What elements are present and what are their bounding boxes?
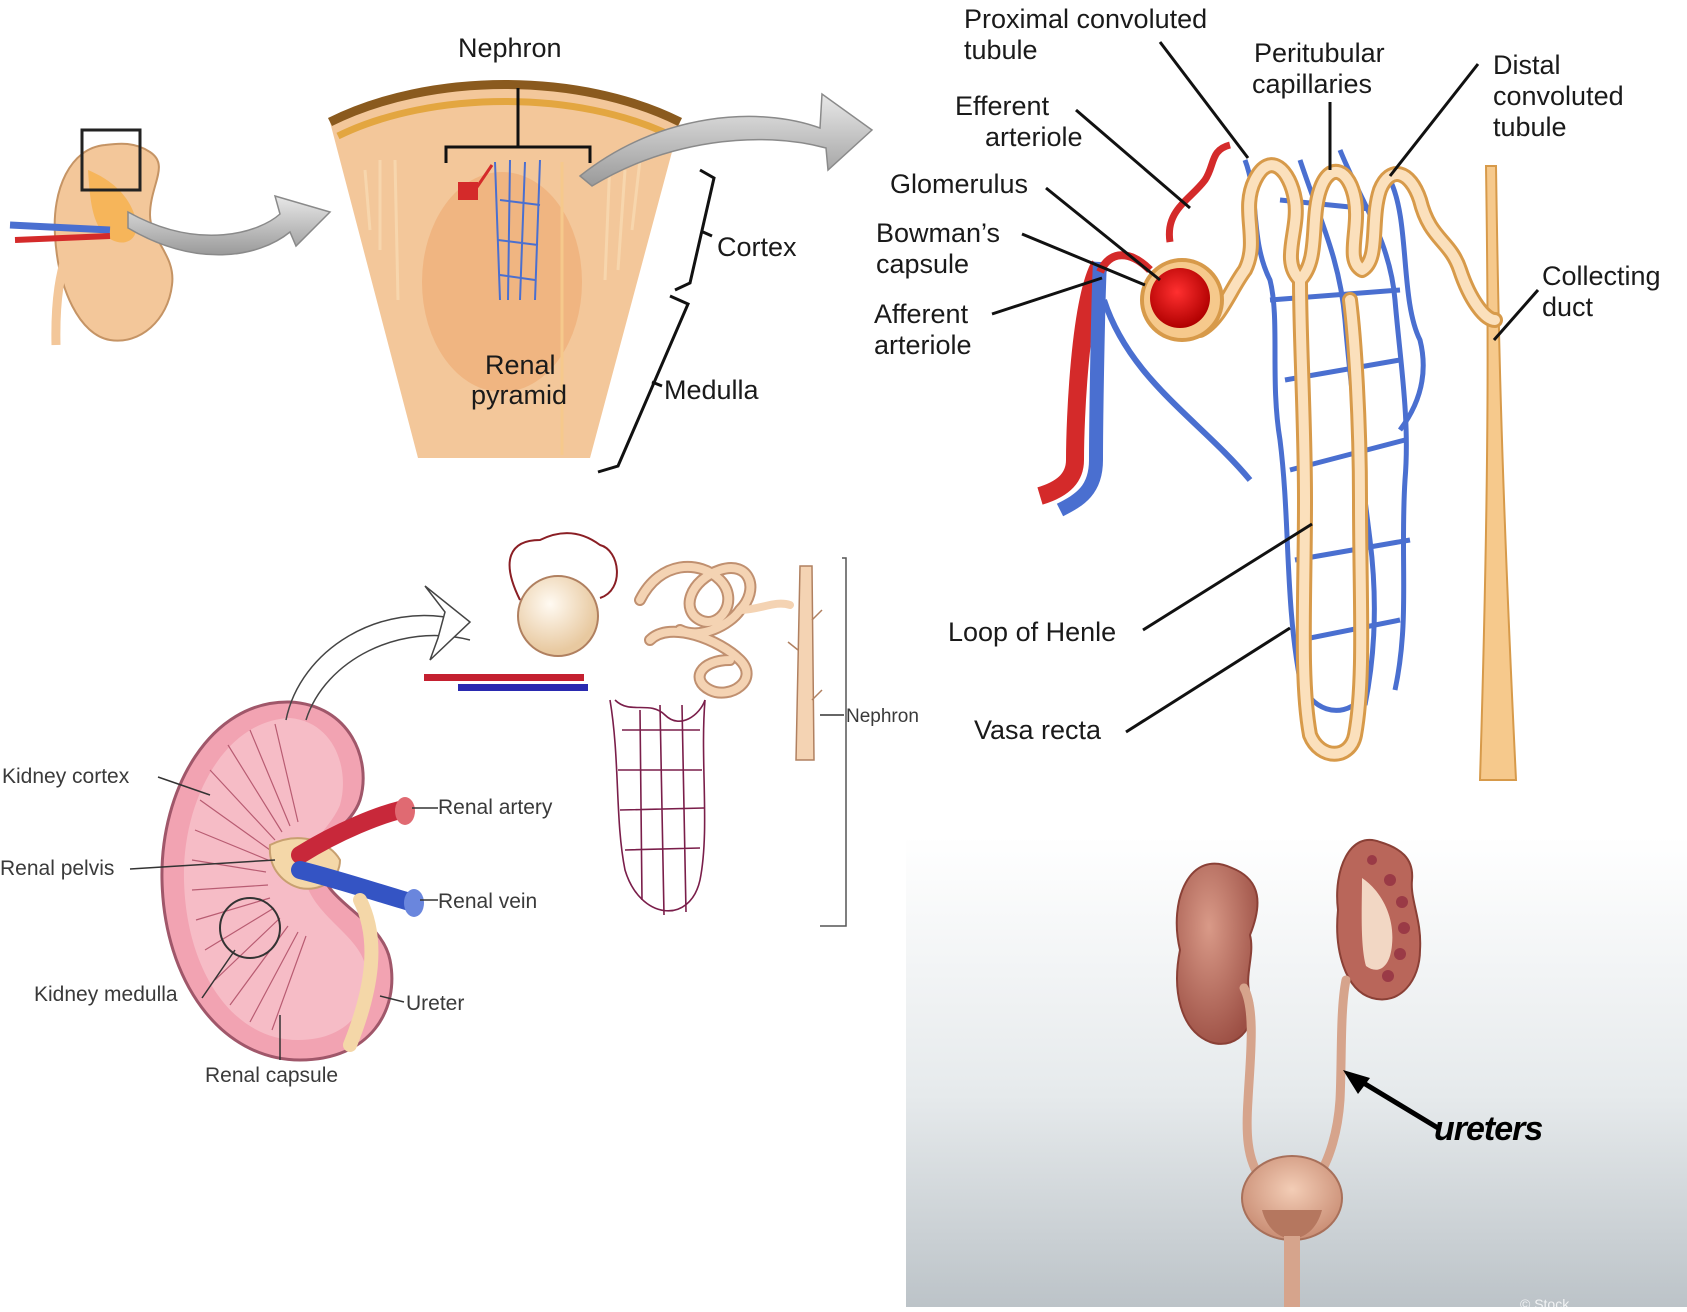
- label-proximal-line1: Proximal convoluted: [964, 4, 1207, 34]
- label-bowmans-line1: Bowman’s: [876, 218, 1000, 248]
- label-ureter: Ureter: [406, 992, 464, 1016]
- label-nephron: Nephron: [458, 33, 562, 63]
- label-glomerulus: Glomerulus: [890, 169, 1028, 199]
- label-peritubular-line2: capillaries: [1252, 69, 1372, 99]
- leader-efferent: [1076, 110, 1190, 208]
- label-nephron-sketch: Nephron: [846, 706, 919, 727]
- renal-wedge-section: [330, 85, 872, 473]
- label-renal-vein: Renal vein: [438, 890, 537, 914]
- label-vasa-recta: Vasa recta: [974, 715, 1101, 745]
- label-renal-pyramid-line1: Renal: [485, 350, 556, 380]
- copyright-watermark: © Stock: [1520, 1296, 1569, 1312]
- label-bowmans-line2: capsule: [876, 249, 969, 279]
- label-renal-pelvis: Renal pelvis: [0, 857, 114, 881]
- label-renal-capsule: Renal capsule: [205, 1064, 338, 1088]
- label-afferent-line1: Afferent: [874, 299, 968, 329]
- nephron-range-bracket: [820, 558, 846, 926]
- kidney-thumbnail: [10, 130, 330, 345]
- label-kidney-medulla: Kidney medulla: [34, 983, 178, 1007]
- left-kidney: [1177, 864, 1258, 1044]
- nephron-detail: [992, 42, 1538, 780]
- label-renal-artery: Renal artery: [438, 796, 552, 820]
- label-collecting-line1: Collecting: [1542, 261, 1661, 291]
- label-distal-line1: Distal: [1493, 50, 1561, 80]
- urinary-system-panel: [906, 836, 1687, 1307]
- nephron-sketch: [424, 533, 846, 926]
- label-collecting-line2: duct: [1542, 292, 1593, 322]
- leader-proximal: [1160, 42, 1248, 158]
- collecting-duct: [1480, 166, 1516, 780]
- label-cortex: Cortex: [717, 232, 797, 262]
- label-medulla: Medulla: [664, 375, 759, 405]
- glomerulus: [1150, 268, 1210, 328]
- cortex-bracket: [675, 170, 714, 290]
- label-efferent-line1: Efferent: [955, 91, 1049, 121]
- urethra: [1284, 1236, 1300, 1307]
- leader-vasa: [1126, 628, 1290, 732]
- label-renal-pyramid-line2: pyramid: [471, 380, 567, 410]
- label-kidney-cortex: Kidney cortex: [2, 765, 129, 789]
- label-proximal-line2: tubule: [964, 35, 1038, 65]
- label-peritubular-line1: Peritubular: [1254, 38, 1385, 68]
- label-distal-line2: convoluted: [1493, 81, 1624, 111]
- label-loop-of-henle: Loop of Henle: [948, 617, 1116, 647]
- label-distal-line3: tubule: [1493, 112, 1567, 142]
- label-afferent-line2: arteriole: [874, 330, 972, 360]
- leader-distal: [1390, 64, 1478, 176]
- label-ureters: ureters: [1434, 1110, 1542, 1148]
- label-efferent-line2: arteriole: [985, 122, 1083, 152]
